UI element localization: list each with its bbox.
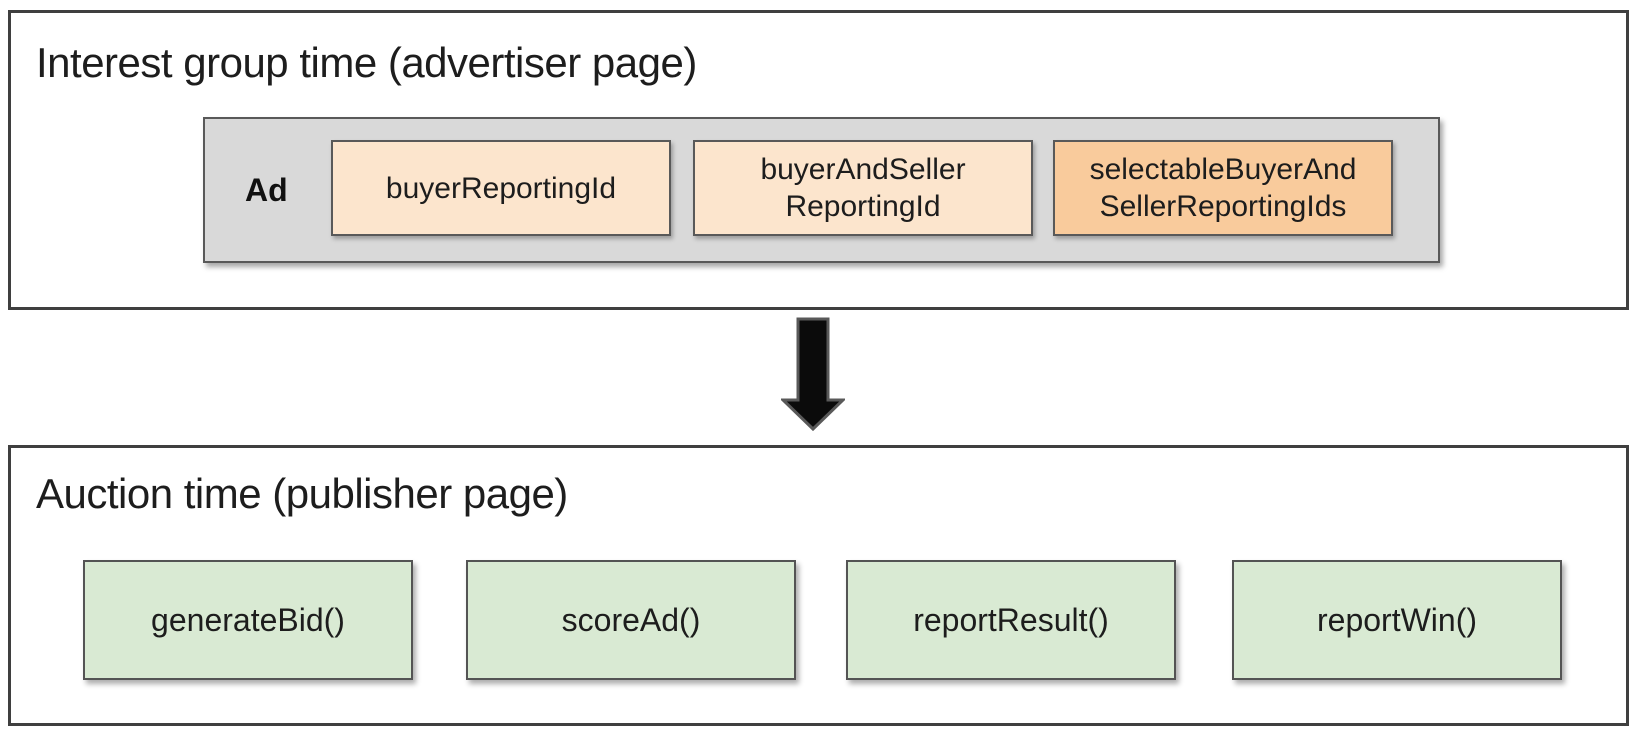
interest-group-section: Interest group time (advertiser page) Ad… xyxy=(8,10,1629,310)
field-buyer-and-seller-reporting-id: buyerAndSeller ReportingId xyxy=(693,140,1033,236)
auction-section: Auction time (publisher page) generateBi… xyxy=(8,445,1629,726)
ad-container: Ad buyerReportingId buyerAndSeller Repor… xyxy=(203,117,1440,263)
down-arrow-icon xyxy=(781,317,845,432)
function-score-ad: scoreAd() xyxy=(466,560,796,680)
interest-group-section-title: Interest group time (advertiser page) xyxy=(36,39,697,86)
function-report-win: reportWin() xyxy=(1232,560,1562,680)
field-selectable-buyer-and-seller-reporting-ids: selectableBuyerAnd SellerReportingIds xyxy=(1053,140,1393,236)
function-report-result: reportResult() xyxy=(846,560,1176,680)
auction-section-title: Auction time (publisher page) xyxy=(36,470,568,517)
ad-label: Ad xyxy=(245,171,288,208)
field-buyer-reporting-id: buyerReportingId xyxy=(331,140,671,236)
function-generate-bid: generateBid() xyxy=(83,560,413,680)
